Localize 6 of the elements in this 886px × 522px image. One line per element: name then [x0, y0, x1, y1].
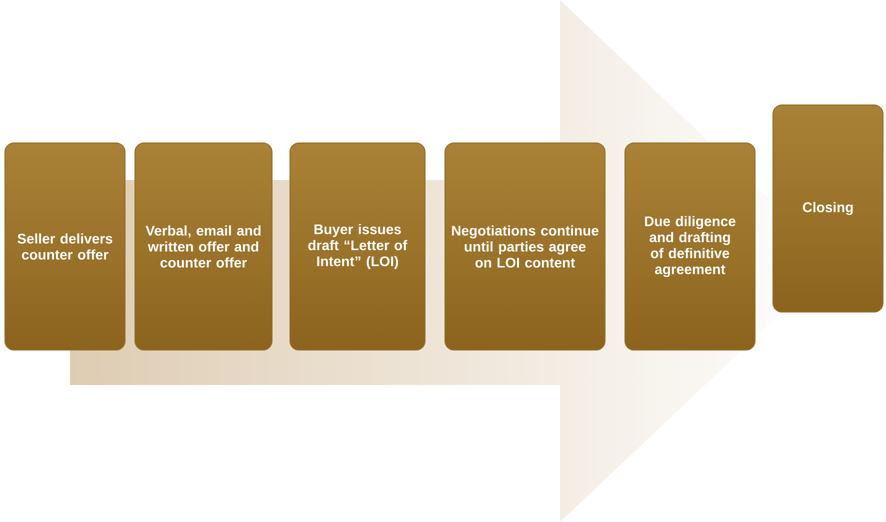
step-box: Verbal, email and written offer and counter offer — [134, 142, 272, 350]
step-box: Buyer issues draft “Letter of Intent” (LOI) — [290, 142, 426, 350]
step-box: Negotiations continue until parties agree on LOI content — [444, 142, 606, 350]
step-box: Closing — [772, 104, 884, 312]
step-box: Seller delivers counter offer — [4, 142, 126, 350]
step-box: Due diligence and drafting of definitive agreement — [624, 142, 756, 350]
